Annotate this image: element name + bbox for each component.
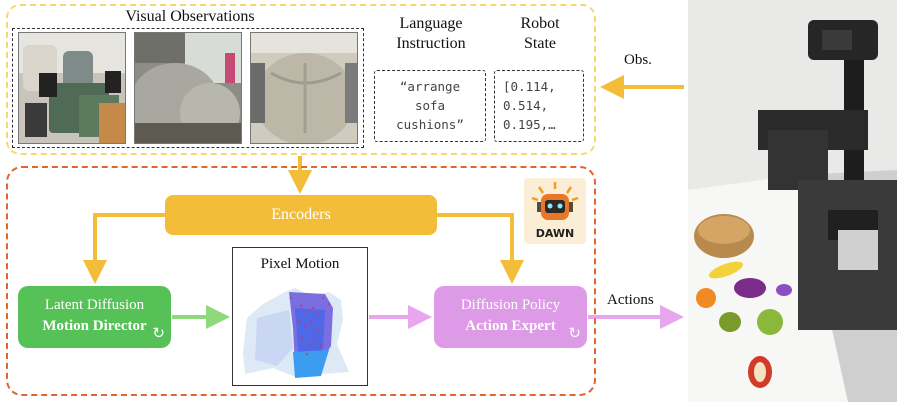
actions-label: Actions xyxy=(607,292,654,308)
obs-label: Obs. xyxy=(624,52,652,68)
encoders-block: Encoders xyxy=(165,195,437,235)
observation-image-2 xyxy=(134,32,242,144)
robot-state-title: Robot State xyxy=(494,14,586,54)
observation-image-3 xyxy=(250,32,358,144)
instruction-line: sofa xyxy=(414,98,446,113)
instruction-line: “arrange xyxy=(399,79,461,94)
model-group xyxy=(6,166,596,396)
action-expert-line1: Diffusion Policy xyxy=(460,297,561,313)
pixel-motion-flow-image xyxy=(243,288,349,378)
language-title-line1: Language xyxy=(399,15,463,32)
encoders-to-director-arrow xyxy=(83,213,165,284)
dawn-logo xyxy=(524,178,586,244)
dawn-logo-text: DAWN xyxy=(535,227,575,240)
instruction-line: cushions” xyxy=(396,117,464,132)
robot-title-line2: State xyxy=(524,35,556,52)
visual-observations-title: Visual Observations xyxy=(125,8,255,25)
action-expert-block: Diffusion Policy Action Expert ↻ xyxy=(434,286,587,348)
motion-director-line1: Latent Diffusion xyxy=(44,297,145,313)
state-line: 0.195,… xyxy=(503,117,556,132)
visual-observations-frame xyxy=(12,28,364,148)
pixel-motion-title: Pixel Motion xyxy=(260,256,340,272)
robot-state-box: [0.114, 0.514, 0.195,… xyxy=(494,70,584,142)
robot-workspace-photo xyxy=(688,0,897,402)
refresh-icon: ↻ xyxy=(152,324,165,342)
observations-group xyxy=(6,4,596,155)
robot-logo-icon xyxy=(531,182,579,220)
language-instruction-title: Language Instruction xyxy=(372,14,490,54)
state-line: [0.114, xyxy=(503,79,556,94)
language-title-line2: Instruction xyxy=(396,35,466,52)
observation-image-1 xyxy=(18,32,126,144)
motion-director-block: Latent Diffusion Motion Director ↻ xyxy=(18,286,171,348)
instruction-text-box: “arrange sofa cushions” xyxy=(374,70,486,142)
refresh-icon: ↻ xyxy=(568,324,581,342)
action-expert-line2: Action Expert xyxy=(465,318,556,334)
state-line: 0.514, xyxy=(503,98,549,113)
motion-director-line2: Motion Director xyxy=(42,318,147,334)
robot-title-line1: Robot xyxy=(520,15,560,32)
pixel-motion-panel xyxy=(232,247,368,386)
encoders-to-expert-arrow xyxy=(437,213,524,284)
